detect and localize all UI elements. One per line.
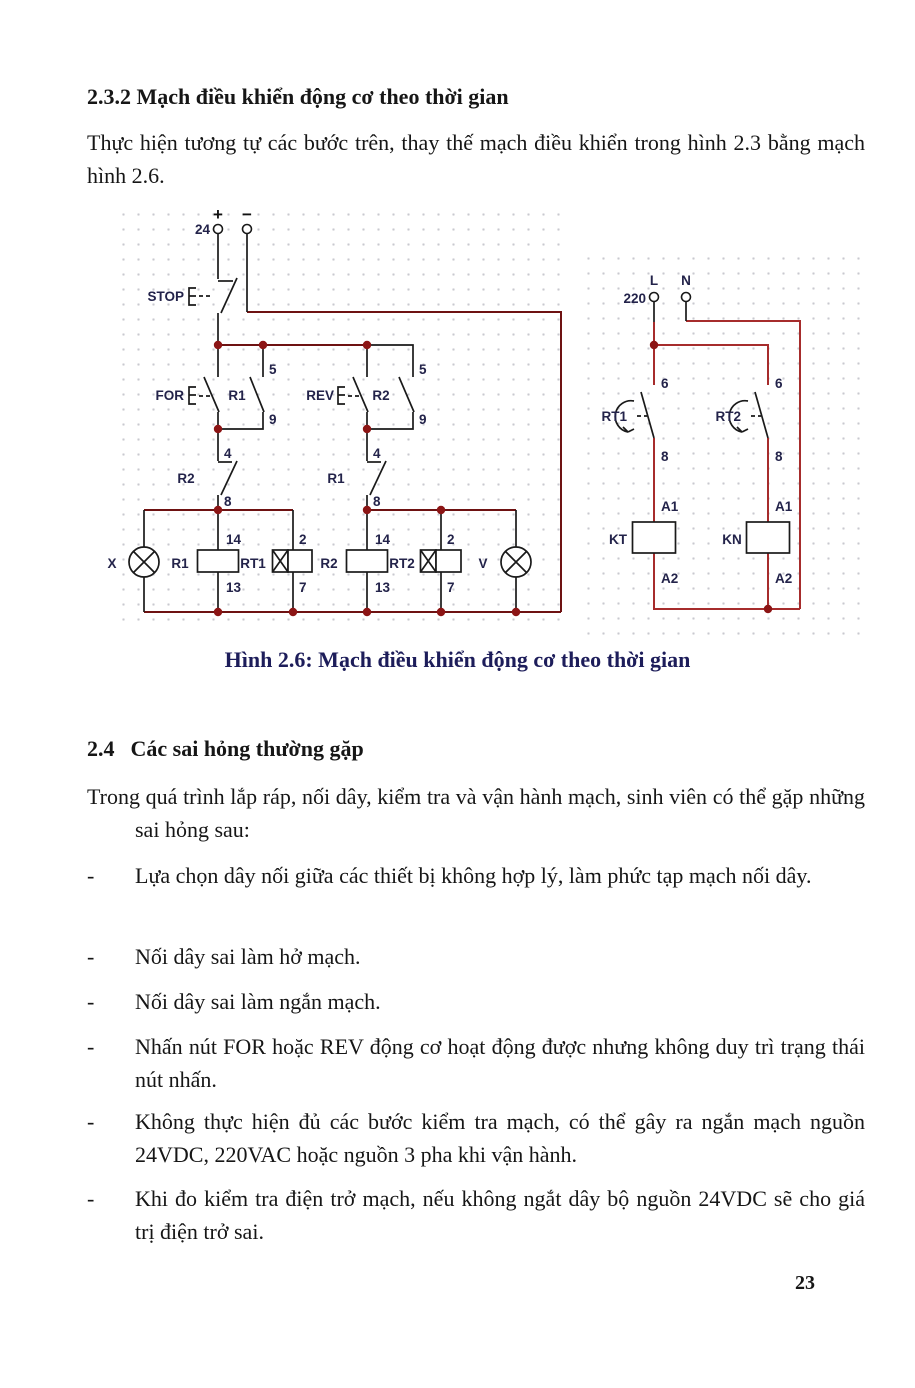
terminal-a1: A1 xyxy=(661,499,679,514)
kt-coil-label: KT xyxy=(609,532,628,547)
terminal-9: 9 xyxy=(269,412,277,427)
list-item: - Nhấn nút FOR hoặc REV động cơ hoạt độn… xyxy=(87,1030,865,1096)
terminal-13: 13 xyxy=(226,580,242,595)
list-item-text: Nối dây sai làm ngắn mạch. xyxy=(135,989,381,1014)
terminal-5: 5 xyxy=(419,362,427,377)
terminal-a2: A2 xyxy=(775,571,792,586)
section-number: 2.4 xyxy=(87,736,115,761)
r1-coil-label: R1 xyxy=(171,556,189,571)
minus-label: − xyxy=(242,205,252,224)
left-circuit-junction-dots xyxy=(213,340,521,617)
right-circuit-red-wires xyxy=(653,320,801,610)
left-circuit-black-wires xyxy=(128,233,532,612)
figure-caption: Hình 2.6: Mạch điều khiển động cơ theo t… xyxy=(224,647,691,672)
terminal-2: 2 xyxy=(299,532,307,547)
terminal-a2: A2 xyxy=(661,571,678,586)
x-lamp-label: X xyxy=(107,556,116,571)
r2-interlock-label: R2 xyxy=(177,471,194,486)
left-circuit-terminals xyxy=(212,223,253,235)
list-item-marker: - xyxy=(87,989,95,1014)
rt2-timer-label: RT2 xyxy=(389,556,415,571)
kn-coil-label: KN xyxy=(722,532,742,547)
terminal-8: 8 xyxy=(373,494,381,509)
list-item: - Khi đo kiểm tra điện trở mạch, nếu khô… xyxy=(87,1182,865,1248)
terminal-7: 7 xyxy=(299,580,307,595)
terminal-4: 4 xyxy=(373,446,381,461)
list-item: - Nối dây sai làm ngắn mạch. xyxy=(87,985,865,1018)
list-item-marker: - xyxy=(87,1034,95,1059)
r1-interlock-label: R1 xyxy=(327,471,345,486)
rt1-timer-label: RT1 xyxy=(240,556,266,571)
list-item-marker: - xyxy=(87,944,95,969)
rt2-contact-label: RT2 xyxy=(715,409,741,424)
right-circuit-terminals xyxy=(648,291,692,303)
list-item-text: Nối dây sai làm hở mạch. xyxy=(135,944,361,969)
list-item-marker: - xyxy=(87,1109,95,1134)
terminal-14: 14 xyxy=(226,532,242,547)
terminal-2: 2 xyxy=(447,532,455,547)
rev-button-label: REV xyxy=(306,388,334,403)
section-title: Các sai hỏng thường gặp xyxy=(130,736,364,761)
list-item: - Nối dây sai làm hở mạch. xyxy=(87,940,865,973)
list-item-text: Không thực hiện đủ các bước kiểm tra mạc… xyxy=(135,1109,865,1167)
circuit-diagram: + − 24 STOP FOR R1 REV R2 5 5 9 9 4 4 R2… xyxy=(107,205,801,617)
line-n-label: N xyxy=(681,273,691,288)
r1-contact-label: R1 xyxy=(228,388,246,403)
terminal-4: 4 xyxy=(224,446,232,461)
faults-intro-paragraph: Trong quá trình lắp ráp, nối dây, kiểm t… xyxy=(87,784,865,842)
line-l-label: L xyxy=(650,273,658,288)
left-circuit-labels: + − 24 STOP FOR R1 REV R2 5 5 9 9 4 4 R2… xyxy=(107,205,487,595)
terminal-6: 6 xyxy=(775,376,783,391)
right-schematic-grid xyxy=(578,248,872,640)
terminal-8: 8 xyxy=(661,449,669,464)
stop-button-label: STOP xyxy=(147,289,184,304)
terminal-a1: A1 xyxy=(775,499,793,514)
v-lamp-label: V xyxy=(478,556,487,571)
left-schematic-grid xyxy=(113,204,570,628)
voltage-220-label: 220 xyxy=(623,291,646,306)
for-button-label: FOR xyxy=(156,388,185,403)
list-item-marker: - xyxy=(87,863,95,888)
list-item-text: Khi đo kiểm tra điện trở mạch, nếu không… xyxy=(135,1186,865,1244)
terminal-5: 5 xyxy=(269,362,277,377)
list-item: - Lựa chọn dây nối giữa các thiết bị khô… xyxy=(87,859,865,892)
right-circuit-labels: L N 220 6 6 RT1 RT2 8 8 A1 A1 KT KN A2 A… xyxy=(601,273,792,586)
voltage-24-label: 24 xyxy=(195,222,211,237)
terminal-6: 6 xyxy=(661,376,669,391)
terminal-14: 14 xyxy=(375,532,391,547)
terminal-8: 8 xyxy=(224,494,232,509)
section-heading-24: 2.4 Các sai hỏng thường gặp xyxy=(87,736,364,762)
intro-paragraph: Thực hiện tương tự các bước trên, thay t… xyxy=(87,130,865,188)
terminal-13: 13 xyxy=(375,580,391,595)
right-circuit-black-parts xyxy=(614,301,791,554)
right-circuit-junction-dots xyxy=(649,340,773,614)
list-item-marker: - xyxy=(87,1186,95,1211)
list-item-text: Lựa chọn dây nối giữa các thiết bị không… xyxy=(135,863,812,888)
terminal-8: 8 xyxy=(775,449,783,464)
plus-label: + xyxy=(213,205,223,224)
section-heading-232: 2.3.2 Mạch điều khiển động cơ theo thời … xyxy=(87,84,509,109)
r2-contact-label: R2 xyxy=(372,388,389,403)
r2-coil-label: R2 xyxy=(320,556,337,571)
terminal-9: 9 xyxy=(419,412,427,427)
page-number: 23 xyxy=(795,1272,815,1294)
list-item: - Không thực hiện đủ các bước kiểm tra m… xyxy=(87,1105,865,1171)
list-item-text: Nhấn nút FOR hoặc REV động cơ hoạt động … xyxy=(135,1034,865,1092)
rt1-contact-label: RT1 xyxy=(601,409,627,424)
terminal-7: 7 xyxy=(447,580,455,595)
